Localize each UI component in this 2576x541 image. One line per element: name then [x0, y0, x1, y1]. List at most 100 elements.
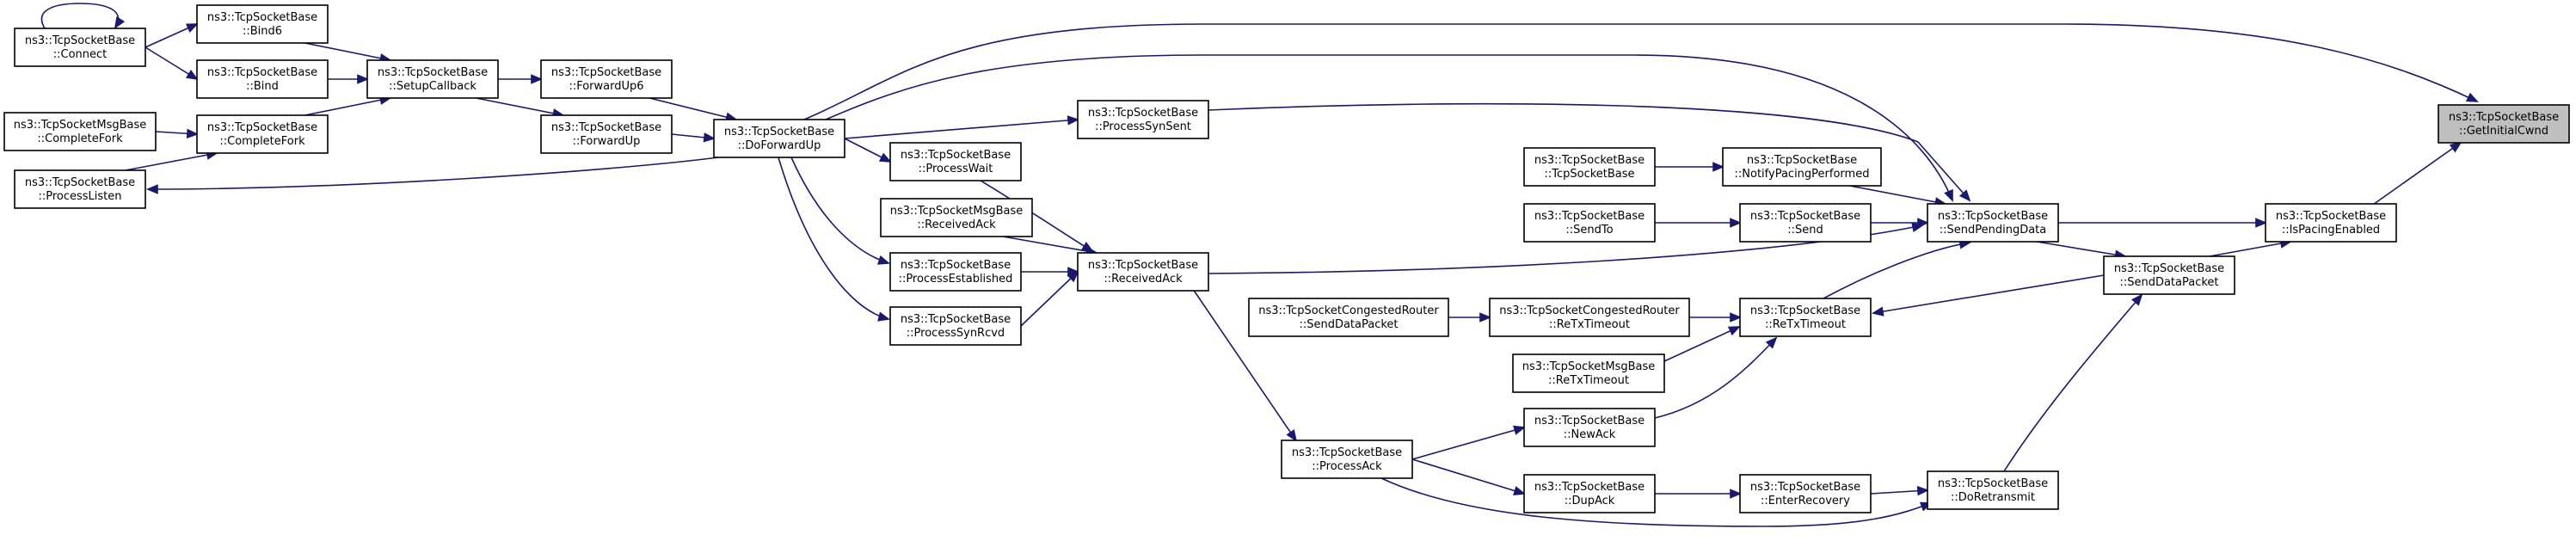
node-method-label: ::ProcessEstablished — [899, 273, 1013, 286]
node-completeFork[interactable]: ns3::TcpSocketBase::CompleteFork — [196, 114, 329, 154]
edge-line — [1208, 102, 1970, 201]
edge-line — [476, 97, 563, 116]
node-class-label: ns3::TcpSocketBase — [901, 313, 1011, 326]
node-routerSendDataPacket[interactable]: ns3::TcpSocketCongestedRouter::SendDataP… — [1248, 298, 1449, 337]
node-doRetransmit[interactable]: ns3::TcpSocketBase::DoRetransmit — [1927, 470, 2059, 510]
node-class-label: ns3::TcpSocketBase — [901, 149, 1011, 162]
edge-receivedAck-processAck — [1193, 290, 1297, 442]
node-class-label: ns3::TcpSocketBase — [2114, 262, 2224, 275]
edge-line — [1411, 458, 1525, 495]
node-processSynRcvd[interactable]: ns3::TcpSocketBase::ProcessSynRcvd — [889, 306, 1022, 346]
node-method-label: ::GetInitialCwnd — [2459, 125, 2548, 138]
node-sendPendingData[interactable]: ns3::TcpSocketBase::SendPendingData — [1927, 203, 2059, 243]
edge-line — [304, 42, 390, 61]
node-routerReTxTimeout[interactable]: ns3::TcpSocketCongestedRouter::ReTxTimeo… — [1489, 298, 1690, 337]
node-box — [14, 28, 146, 67]
node-newAck[interactable]: ns3::TcpSocketBase::NewAck — [1523, 408, 1656, 447]
edges-layer — [40, 3, 2479, 527]
node-class-label: ns3::TcpSocketBase — [551, 121, 661, 134]
node-forwardUp[interactable]: ns3::TcpSocketBase::ForwardUp — [540, 114, 673, 154]
node-reTxTimeout[interactable]: ns3::TcpSocketBase::ReTxTimeout — [1739, 298, 1872, 337]
node-connect[interactable]: ns3::TcpSocketBase::Connect — [14, 28, 146, 67]
edge-line — [803, 23, 2478, 120]
node-method-label: ::SendDataPacket — [1299, 318, 1398, 331]
edge-line — [40, 3, 120, 29]
node-processSynSent[interactable]: ns3::TcpSocketBase::ProcessSynSent — [1077, 100, 1209, 139]
node-method-label: ::ProcessListen — [38, 190, 121, 203]
edge-arrowhead — [1765, 336, 1778, 349]
node-box — [540, 114, 673, 154]
node-box — [880, 198, 1033, 237]
edge-arrowhead — [1067, 115, 1080, 126]
node-tcpSocketBase[interactable]: ns3::TcpSocketBase::TcpSocketBase — [1523, 147, 1656, 187]
edge-line — [1849, 185, 1946, 205]
edge-line — [778, 157, 889, 320]
edge-arrowhead — [1730, 218, 1743, 228]
node-class-label: ns3::TcpSocketBase — [1938, 210, 2048, 223]
edge-processListen-completeFork — [125, 150, 219, 171]
nodes-layer: ns3::TcpSocketBase::Connectns3::TcpSocke… — [3, 4, 2570, 513]
node-doForwardUp[interactable]: ns3::TcpSocketBase::DoForwardUp — [713, 119, 845, 158]
node-box — [1722, 147, 1882, 187]
edge-processSynSent-sendPendingData — [1208, 102, 1971, 202]
node-method-label: ::ForwardUp6 — [569, 80, 643, 93]
edge-arrowhead — [185, 69, 199, 81]
node-forwardUp6[interactable]: ns3::TcpSocketBase::ForwardUp6 — [540, 59, 673, 99]
edge-arrowhead — [877, 255, 891, 265]
node-class-label: ns3::TcpSocketMsgBase — [1522, 360, 1656, 373]
node-method-label: ::CompleteFork — [37, 132, 123, 145]
node-box — [1077, 100, 1209, 139]
edge-routerSendDataPacket-routerReTxTimeout — [1448, 312, 1492, 323]
node-processAck[interactable]: ns3::TcpSocketBase::ProcessAck — [1281, 440, 1413, 479]
edge-tcpSocketBase-notifyPacing — [1655, 162, 1725, 172]
edge-connect-bind — [144, 46, 199, 81]
node-method-label: ::ProcessSynSent — [1095, 120, 1191, 133]
node-msgCompleteFork[interactable]: ns3::TcpSocketMsgBase::CompleteFork — [3, 112, 157, 151]
node-enterRecovery[interactable]: ns3::TcpSocketBase::EnterRecovery — [1739, 474, 1872, 513]
node-method-label: ::ReTxTimeout — [1765, 318, 1846, 331]
node-bind[interactable]: ns3::TcpSocketBase::Bind — [196, 59, 329, 99]
edge-arrowhead — [1067, 270, 1079, 283]
node-setupCallback[interactable]: ns3::TcpSocketBase::SetupCallback — [366, 59, 499, 99]
node-method-label: ::SendTo — [1565, 224, 1613, 237]
edge-doForwardUp-getInitialCwnd — [803, 23, 2479, 120]
edge-msgCompleteFork-completeFork — [155, 128, 200, 138]
edge-line — [2373, 142, 2462, 205]
edge-doForwardUp-processEstablished — [790, 157, 891, 265]
node-sendDataPacket[interactable]: ns3::TcpSocketBase::SendDataPacket — [2103, 255, 2235, 295]
edge-newAck-reTxTimeout — [1654, 336, 1778, 419]
node-msgReceivedAck[interactable]: ns3::TcpSocketMsgBase::ReceivedAck — [880, 198, 1033, 237]
node-box — [889, 142, 1022, 181]
edge-line — [825, 54, 1953, 201]
node-processListen[interactable]: ns3::TcpSocketBase::ProcessListen — [14, 169, 146, 209]
node-processEstablished[interactable]: ns3::TcpSocketBase::ProcessEstablished — [889, 252, 1022, 292]
node-receivedAck[interactable]: ns3::TcpSocketBase::ReceivedAck — [1077, 252, 1209, 292]
node-box — [1248, 298, 1449, 337]
edge-doForwardUp-processSynSent — [844, 115, 1080, 139]
node-sendTo[interactable]: ns3::TcpSocketBase::SendTo — [1523, 203, 1656, 243]
edge-arrowhead — [703, 132, 716, 143]
node-msgReTxTimeout[interactable]: ns3::TcpSocketMsgBase::ReTxTimeout — [1512, 353, 1665, 393]
node-method-label: ::ReceivedAck — [1104, 273, 1183, 286]
node-method-label: ::DoForwardUp — [738, 139, 821, 152]
node-isPacingEnabled[interactable]: ns3::TcpSocketBase::IsPacingEnabled — [2265, 203, 2397, 243]
edge-arrowhead — [1513, 486, 1527, 495]
edge-arrowhead — [145, 184, 158, 194]
node-box — [1927, 470, 2059, 510]
edge-arrowhead — [1730, 489, 1743, 499]
node-bind6[interactable]: ns3::TcpSocketBase::Bind6 — [196, 4, 329, 44]
node-class-label: ns3::TcpSocketMsgBase — [890, 205, 1024, 218]
node-dupAck[interactable]: ns3::TcpSocketBase::DupAck — [1523, 474, 1656, 513]
edge-line — [1872, 274, 2105, 314]
edge-processAck-newAck — [1411, 425, 1527, 460]
node-box — [196, 114, 329, 154]
node-box — [713, 119, 845, 158]
edge-doForwardUp-sendPendingData — [825, 54, 1953, 202]
node-method-label: ::DoRetransmit — [1951, 491, 2035, 504]
node-send[interactable]: ns3::TcpSocketBase::Send — [1739, 203, 1872, 243]
node-processWait[interactable]: ns3::TcpSocketBase::ProcessWait — [889, 142, 1022, 181]
node-class-label: ns3::TcpSocketCongestedRouter — [1258, 304, 1439, 317]
node-notifyPacing[interactable]: ns3::TcpSocketBase::NotifyPacingPerforme… — [1722, 147, 1882, 187]
edge-forwardUp-doForwardUp — [671, 132, 716, 143]
